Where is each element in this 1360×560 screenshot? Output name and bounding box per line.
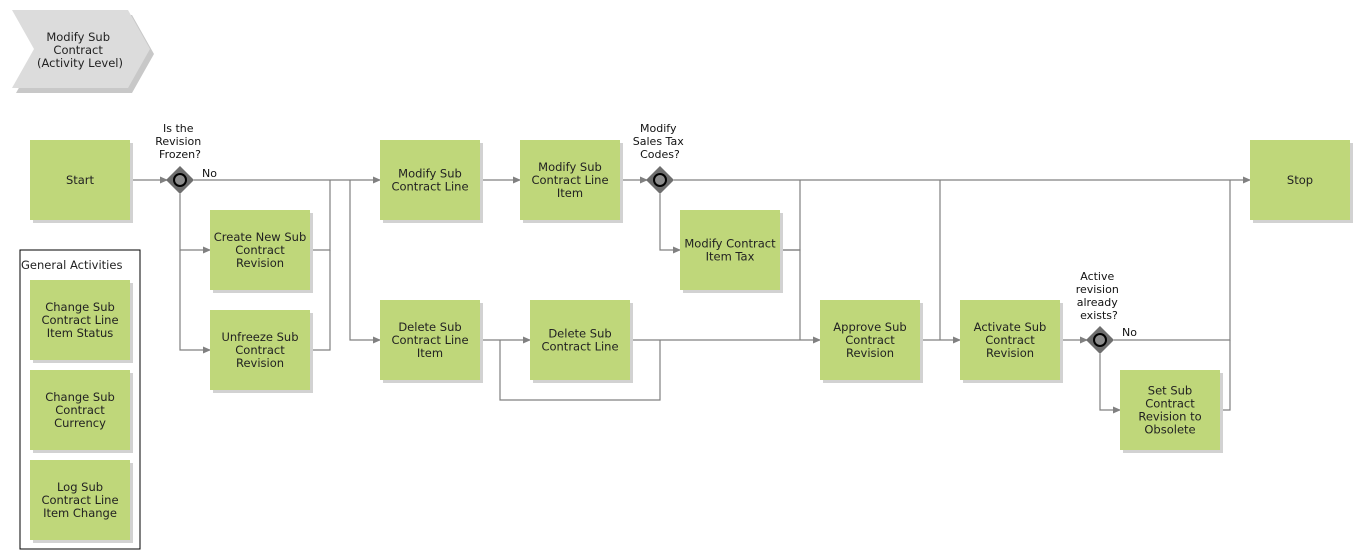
- gateway-revision-frozen: Is the Revision Frozen? No: [155, 122, 217, 194]
- gateway-active-branch-label: No: [1122, 326, 1137, 339]
- gateway-tax-question: Modify Sales Tax Codes?: [633, 122, 687, 161]
- start-event: Start: [30, 140, 133, 223]
- stop-event: Stop: [1250, 140, 1353, 223]
- start-event-label: Start: [66, 173, 95, 187]
- gateway-frozen-question: Is the Revision Frozen?: [155, 122, 204, 161]
- stop-event-label: Stop: [1287, 173, 1313, 187]
- gateway-frozen-branch-label: No: [202, 167, 217, 180]
- general-activities-title: General Activities: [21, 258, 122, 272]
- gateway-active-question: Active revision already exists?: [1076, 270, 1123, 322]
- process-header-chevron: Modify Sub Contract (Activity Level): [12, 10, 154, 93]
- gateway-modify-tax-codes: Modify Sales Tax Codes?: [633, 122, 687, 194]
- connectors: [130, 176, 1251, 414]
- header-title: Modify Sub Contract (Activity Level): [37, 30, 123, 70]
- gateway-active-revision-exists: Active revision already exists? No: [1076, 270, 1137, 354]
